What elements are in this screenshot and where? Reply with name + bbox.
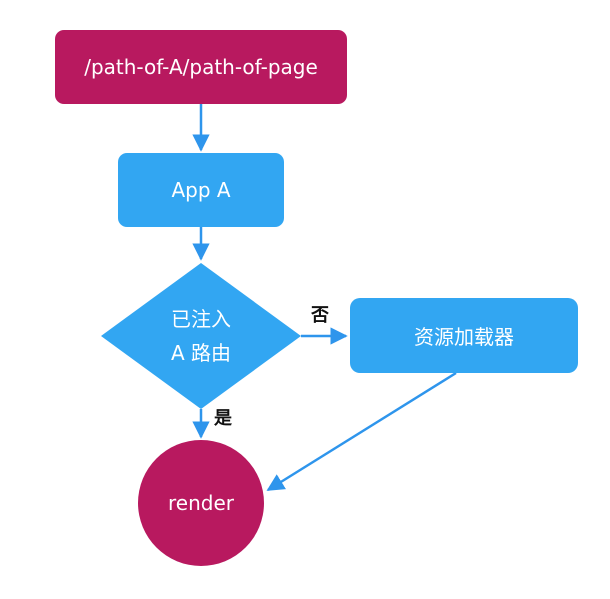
app-node: App A xyxy=(118,153,284,227)
decision-node-text: 已注入 A 路由 xyxy=(118,298,284,373)
path-node: /path-of-A/path-of-page xyxy=(55,30,347,104)
decision-diamond xyxy=(101,263,301,409)
loader-node: 资源加载器 xyxy=(350,298,578,373)
render-node: render xyxy=(138,440,264,566)
decision-line-2: A 路由 xyxy=(170,340,232,365)
arrow-loader-to-render xyxy=(266,371,457,492)
edge-label-yes: 是 xyxy=(214,408,232,429)
edge-label-no: 否 xyxy=(311,305,329,326)
decision-line-1: 已注入 xyxy=(171,306,231,331)
